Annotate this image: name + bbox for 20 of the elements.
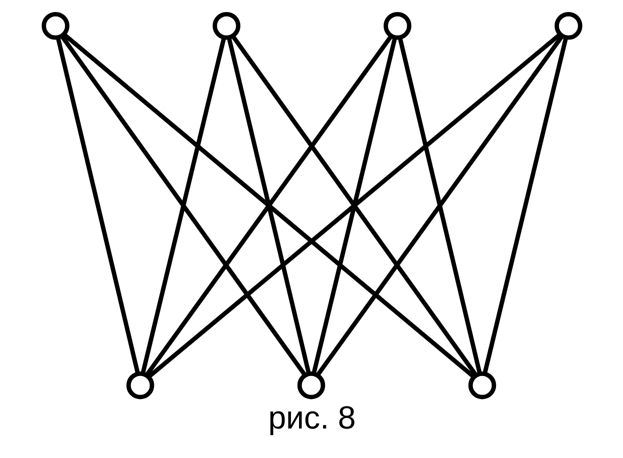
connector	[315, 34, 564, 377]
connector	[311, 37, 397, 374]
node-circle	[554, 12, 582, 40]
connector	[482, 37, 568, 374]
connector	[230, 34, 477, 376]
caption: рис. 8	[268, 400, 356, 436]
connector	[144, 34, 392, 377]
node-circle	[468, 371, 496, 400]
connector	[140, 37, 226, 374]
connector	[226, 37, 310, 374]
node-circle	[126, 371, 154, 400]
node-circle	[41, 12, 69, 40]
node-circle	[383, 12, 411, 40]
connector	[55, 37, 140, 374]
connector	[147, 32, 561, 378]
connector	[62, 32, 474, 378]
node-circle	[296, 371, 325, 400]
node-circle	[212, 12, 240, 40]
connector	[60, 34, 306, 376]
connector	[397, 37, 482, 374]
